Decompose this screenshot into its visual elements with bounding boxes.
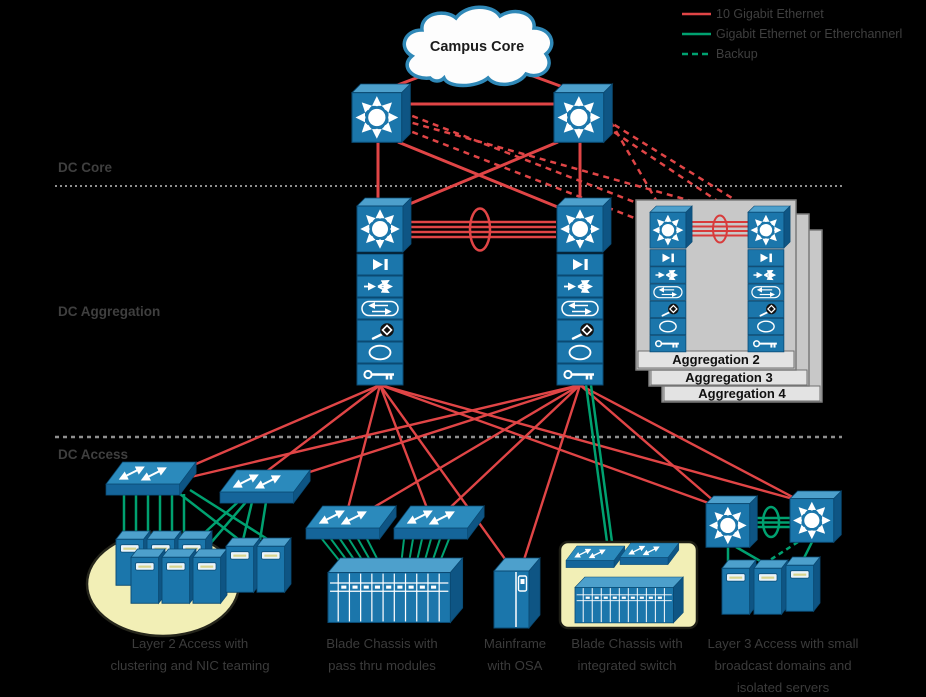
caption-l2-line1: Layer 2 Access with (132, 636, 249, 651)
passthru-switch-right (394, 506, 484, 539)
caption-l3-line3: isolated servers (737, 680, 830, 695)
caption-l3-line1: Layer 3 Access with small (708, 636, 859, 651)
blade-chassis-integrated (574, 576, 684, 624)
server (785, 556, 821, 612)
core-switch-right (554, 84, 612, 142)
l2-access-switch-right (220, 470, 310, 503)
l3-access-switch-left (706, 496, 757, 547)
blade-chassis-passthru (327, 557, 464, 624)
passthru-switch-left (306, 506, 396, 539)
caption-mainframe-line1: Mainframe (484, 636, 546, 651)
aggregation-panels: Aggregation 4 Aggregation 3 Aggregation … (635, 199, 823, 403)
aggregation-stack-right (557, 198, 611, 385)
aggregation-etherchannel (404, 207, 556, 252)
aggregation-2-stack-right (748, 206, 790, 352)
server (721, 559, 757, 615)
caption-l3-line2: broadcast domains and (714, 658, 851, 673)
campus-core-cloud: Campus Core (402, 5, 554, 88)
captions: Layer 2 Access with clustering and NIC t… (110, 636, 858, 695)
aggregation-3-label: Aggregation 3 (685, 370, 772, 385)
aggregation-2-etherchannel (692, 221, 748, 237)
l3-etherchannel-oval (761, 505, 781, 539)
aggregation-2-panel: Aggregation 2 (635, 199, 797, 371)
cloud-shape (402, 5, 554, 88)
server (130, 548, 166, 604)
server (161, 548, 197, 604)
server (225, 537, 261, 593)
aggregation-2-stack-left (650, 206, 692, 352)
aggregation-2-etherchannel-oval (712, 214, 728, 244)
campus-core-label: Campus Core (430, 39, 524, 55)
server (753, 559, 789, 615)
caption-integrated-line2: integrated switch (578, 658, 677, 673)
legend-gig-label: Gigabit Ethernet or Etherchannerl (716, 27, 902, 41)
ten-gig-access-links (167, 383, 805, 567)
server (256, 537, 292, 593)
backup-green-link (769, 540, 799, 562)
legend: 10 Gigabit Ethernet Gigabit Ethernet or … (682, 7, 902, 61)
caption-mainframe-line2: with OSA (487, 658, 543, 673)
core-switch-left (352, 84, 410, 142)
integrated-switch-right (620, 543, 679, 565)
dc-core-label: DC Core (58, 160, 112, 175)
caption-passthru-line2: pass thru modules (328, 658, 436, 673)
server (192, 548, 228, 604)
l3-access-switch-right (790, 491, 841, 542)
etherchannel-oval (468, 207, 492, 252)
dc-aggregation-label: DC Aggregation (58, 304, 160, 319)
blade-integrated-group (558, 540, 699, 630)
l2-access-switch-left (106, 462, 196, 495)
legend-backup-label: Backup (716, 47, 758, 61)
gig-blade-uplinks (584, 384, 614, 543)
layer2-access-group (85, 462, 310, 638)
legend-ten-gig-label: 10 Gigabit Ethernet (716, 7, 824, 21)
blade-passthru-group (306, 506, 484, 624)
aggregation-stack-left (357, 198, 411, 385)
caption-l2-line2: clustering and NIC teaming (110, 658, 269, 673)
gig-l3-server-links (726, 540, 814, 564)
aggregation-2-label: Aggregation 2 (672, 352, 759, 367)
mainframe (493, 557, 541, 629)
caption-integrated-line1: Blade Chassis with (571, 636, 682, 651)
aggregation-4-label: Aggregation 4 (698, 386, 786, 401)
caption-passthru-line1: Blade Chassis with (326, 636, 437, 651)
integrated-switch-left (566, 546, 625, 568)
layer3-access-group (706, 491, 841, 615)
dc-access-label: DC Access (58, 447, 128, 462)
